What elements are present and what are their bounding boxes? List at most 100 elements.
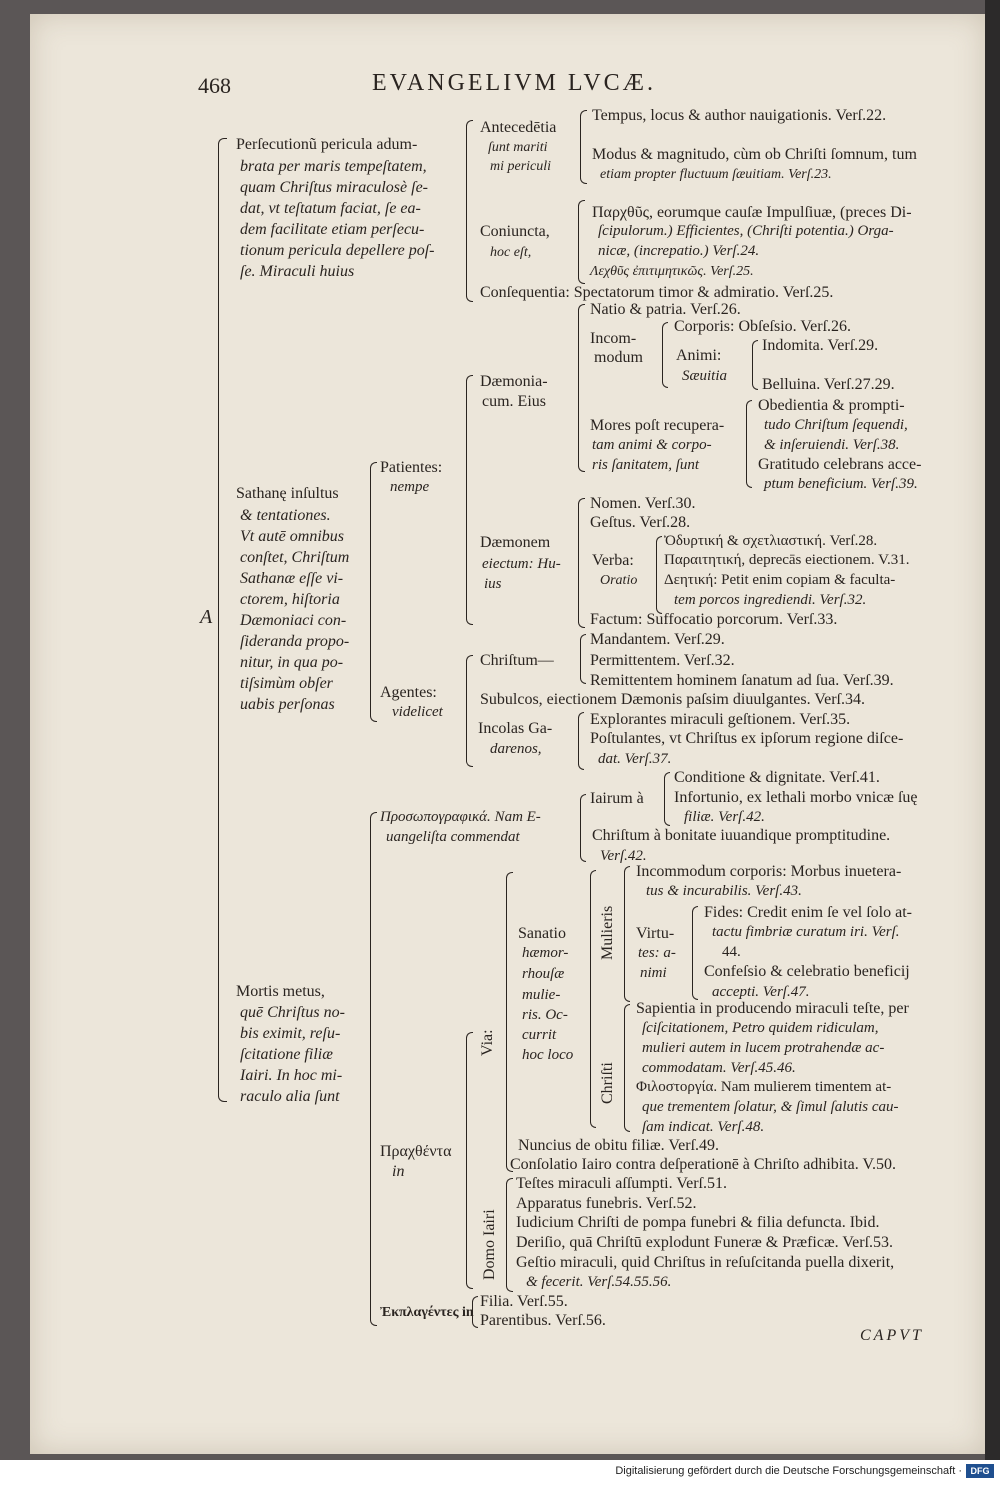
incommodum-label-2: modum xyxy=(594,349,643,366)
christum-permittentem: Permittentem. Verſ.32. xyxy=(590,652,735,669)
satan-line-7: Dæmoniaci con- xyxy=(240,612,347,629)
mortis-line-1: Mortis metus, xyxy=(236,983,325,1000)
mores-label: Mores poſt recupera- xyxy=(590,417,725,434)
satan-line-2: & tentationes. xyxy=(240,507,331,524)
dfg-logo: DFG xyxy=(966,1464,994,1478)
satan-line-6: ctorem, hiſtoria xyxy=(240,591,340,608)
praxthenta-label-2: in xyxy=(392,1163,405,1180)
ekplexis-filia: Filia. Verſ.55. xyxy=(480,1293,568,1310)
antecedentia-modus-1: Modus & magnitudo, cùm ob Chriſti ſomnum… xyxy=(592,146,917,163)
satan-line-9: nitur, in qua po- xyxy=(240,654,344,671)
mortis-line-2: quē Chriſtus no- xyxy=(240,1004,345,1021)
prosopo-bracket xyxy=(580,794,586,862)
domo-gestio-2: & fecerit. Verſ.54.55.56. xyxy=(526,1274,672,1290)
book-page xyxy=(30,14,985,1454)
antecedentia-label: Antecedētia xyxy=(480,119,557,136)
mortis-line-4: ſcitatione filiæ xyxy=(240,1046,333,1063)
daemoniacum-label: Dæmonia- xyxy=(480,373,548,390)
persecution-line-6: tionum pericula depellere poſ- xyxy=(240,242,435,259)
verba-2: Παραιτητική, deprecās eiectionem. V.31. xyxy=(664,552,910,568)
prosopo-label: Προσωπογραφικά. Nam E- xyxy=(380,809,541,825)
mores-obedientia-1: Obedientia & prompti- xyxy=(758,397,905,414)
persecution-line-2: brata per maris tempeſtatem, xyxy=(240,158,427,175)
natio: Natio & patria. Verſ.26. xyxy=(590,301,741,318)
mortis-line-5: Iairi. In hoc mi- xyxy=(240,1067,343,1084)
persecution-line-7: ſe. Miraculi huius xyxy=(240,263,355,280)
agentes-label: Agentes: xyxy=(380,684,437,701)
root-bracket xyxy=(218,138,227,1102)
mulieris-bracket xyxy=(624,866,630,1002)
coniuncta-bracket xyxy=(578,200,585,284)
digitization-footer: Digitalisierung gefördert durch die Deut… xyxy=(0,1460,1000,1485)
antecedentia-tempus: Tempus, locus & author nauigationis. Ver… xyxy=(592,107,887,124)
mores-obedientia-3: & inſeruiendi. Verſ.38. xyxy=(764,437,900,453)
satan-line-3: Vt autē omnibus xyxy=(240,528,344,545)
coniuncta-label: Coniuncta, xyxy=(480,223,550,240)
mulieris-label: Mulieris xyxy=(599,905,616,960)
virtutes-label-3: nimi xyxy=(640,965,667,981)
root-mark-a: A xyxy=(200,606,213,628)
animi-belluina: Belluina. Verſ.27.29. xyxy=(762,376,895,393)
agentes-christum-bracket xyxy=(580,634,586,684)
prosopo-christum-1: Chriſtum à bonitate iuuandique promptitu… xyxy=(592,827,891,844)
animi-label-2: Sæuitia xyxy=(682,368,728,384)
persecution-line-5: dem facilitate etiam perſecu- xyxy=(240,221,425,238)
animi-label: Animi: xyxy=(676,347,722,364)
domo-gestio-1: Geſtio miraculi, quid Chriſtus in reſuſc… xyxy=(516,1254,895,1271)
sanatio-label: Sanatio xyxy=(518,925,566,942)
verba-3: Δεητική: Petit enim copiam & faculta- xyxy=(664,572,896,588)
verba-bracket xyxy=(656,536,662,614)
satan-line-1: Sathanę inſultus xyxy=(236,485,339,502)
coniuncta-line-2: ſcipulorum.) Efficientes, (Chriſti poten… xyxy=(598,223,894,239)
virtutes-fides-3: 44. xyxy=(722,944,741,960)
incommodum-corporis: Corporis: Obſeſsio. Verſ.26. xyxy=(674,318,852,335)
virtutes-bracket xyxy=(692,906,698,1000)
coniuncta-line-4: Λεχθῦς ἐπιτιμητικῶς. Verſ.25. xyxy=(590,264,754,279)
patientes-label-2: nempe xyxy=(390,479,430,495)
mortis-line-3: bis eximit, reſu- xyxy=(240,1025,341,1042)
incolas-label-2: darenos, xyxy=(490,741,542,757)
via-nuncius: Nuncius de obitu filiæ. Verſ.49. xyxy=(518,1137,720,1154)
christi-label: Chriſti xyxy=(599,1062,616,1104)
persecution-line-1: Perſecutionũ pericula adum- xyxy=(236,136,418,153)
incolas-postulantes-2: dat. Verſ.37. xyxy=(598,751,672,767)
consequentia: Conſequentia: Spectatorum timor & admira… xyxy=(480,284,834,301)
sanatio-label-4: mulie- xyxy=(522,987,561,1003)
agentes-bracket xyxy=(466,655,473,767)
animi-bracket xyxy=(752,340,758,390)
satan-line-11: uabis perſonas xyxy=(240,696,335,713)
animi-indomita: Indomita. Verſ.29. xyxy=(762,337,879,354)
christi-philostorgia-3: ſam indicat. Verſ.48. xyxy=(642,1119,765,1135)
antecedentia-modus-2: etiam propter fluctuum ſæuitiam. Verſ.23… xyxy=(600,167,832,182)
coniuncta-line-1: Παρχθῦς, eorumque cauſæ Impulſiuæ, (prec… xyxy=(592,204,912,221)
iairum-infortunio-2: filiæ. Verſ.42. xyxy=(684,809,765,825)
prosopo-label-2: uangeliſta commendat xyxy=(386,829,520,845)
domo-bracket xyxy=(506,1178,513,1292)
iairum-bracket xyxy=(664,772,670,826)
sanatio-label-3: rhouſæ xyxy=(522,966,565,982)
daemonem-label-2: eiectum: Hu- xyxy=(482,556,561,572)
sanatio-bracket xyxy=(590,870,596,1128)
satan-line-4: conſtet, Chriſtum xyxy=(240,549,350,566)
coniuncta-label-2: hoc eſt, xyxy=(490,245,532,260)
christi-philostorgia-2: que trementem ſolatur, & ſimul ſalutis c… xyxy=(642,1099,899,1115)
mores-label-3: ris ſanitatem, ſunt xyxy=(592,457,700,473)
incolas-explorantes: Explorantes miraculi geſtionem. Verſ.35. xyxy=(590,711,851,728)
christum-mandantem: Mandantem. Verſ.29. xyxy=(590,631,725,648)
iairum-label: Iairum à xyxy=(590,790,644,807)
persecution-line-4: dat, vt teſtatum faciat, ſe ea- xyxy=(240,200,421,217)
mulieris-incommodum-2: tus & incurabilis. Verſ.43. xyxy=(646,883,802,899)
christum-remittentem: Remittentem hominem ſanatum ad ſua. Verſ… xyxy=(590,672,894,689)
daemonem-nomen: Nomen. Verſ.30. xyxy=(590,495,696,512)
christi-philostorgia-1: Φιλοστοργία. Nam mulierem timentem at- xyxy=(636,1079,892,1095)
daemonem-gestus: Geſtus. Verſ.28. xyxy=(590,514,691,531)
satan-line-5: Sathanæ eſſe vi- xyxy=(240,570,344,587)
sanatio-label-7: hoc loco xyxy=(522,1047,574,1063)
christi-sapientia-4: commodatam. Verſ.45.46. xyxy=(642,1060,796,1076)
virtutes-fides-1: Fides: Credit enim ſe vel ſolo at- xyxy=(704,904,912,921)
praxthenta-bracket xyxy=(466,1032,473,1289)
virtutes-confessio-1: Confeſsio & celebratio beneficij xyxy=(704,963,910,980)
daemonem-label-3: ius xyxy=(484,576,502,592)
iairum-conditione: Conditione & dignitate. Verſ.41. xyxy=(674,769,880,786)
domo-testes: Teſtes miraculi aſſumpti. Verſ.51. xyxy=(516,1175,727,1192)
